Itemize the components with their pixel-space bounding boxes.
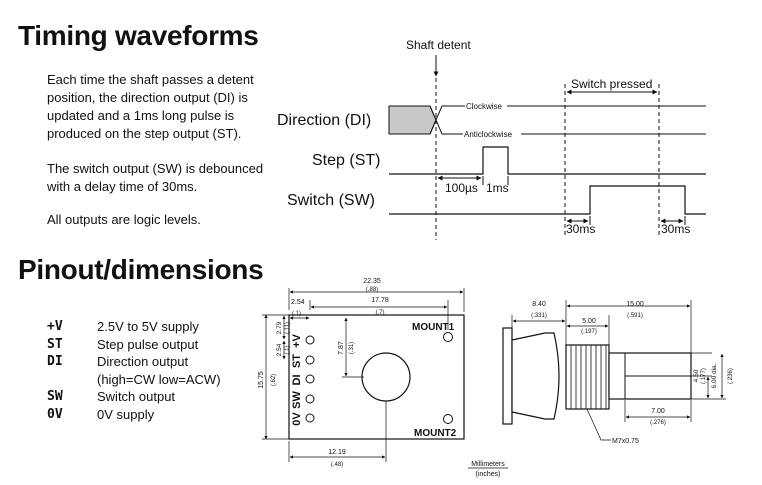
direction-low-line bbox=[429, 105, 706, 135]
pin-hole bbox=[305, 335, 315, 345]
mount1-label: MOUNT1 bbox=[412, 322, 455, 333]
dim-pitch-in: (.7) bbox=[376, 310, 385, 316]
dim-d2-mm: 6.00 dia. bbox=[711, 363, 718, 388]
board-pin-label: DI bbox=[291, 375, 303, 386]
timing-paragraph-switch: The switch output (SW) is debounced with… bbox=[47, 160, 263, 196]
mount2-label: MOUNT2 bbox=[414, 428, 457, 439]
thread-leader-line bbox=[586, 408, 611, 441]
units-mm-label: Millimeters bbox=[471, 461, 505, 468]
timing-heading: Timing waveforms bbox=[18, 20, 259, 51]
dim-pitch-mm: 17.78 bbox=[371, 297, 389, 304]
thread-label: M7x0.75 bbox=[612, 438, 639, 445]
dim-d1-in: (.177) bbox=[701, 368, 707, 384]
dim-offset-in: (.1) bbox=[292, 311, 301, 317]
dim-v1-in: (.11) bbox=[285, 322, 291, 334]
threaded-bushing bbox=[565, 344, 610, 410]
dim-side-a-in: (.331) bbox=[531, 313, 547, 319]
dim-side-l-in: (.591) bbox=[627, 313, 643, 319]
dim-centre-in: (.31) bbox=[349, 342, 355, 354]
pin-desc: Step pulse output bbox=[97, 336, 199, 352]
t30ms-label-a: 30ms bbox=[566, 222, 595, 236]
anticlockwise-label-bg bbox=[463, 129, 521, 139]
switch-waveform bbox=[389, 185, 706, 215]
dim-bottom-in: (.48) bbox=[331, 462, 343, 468]
clockwise-label: Clockwise bbox=[466, 102, 503, 111]
pin-code: 0V bbox=[47, 406, 63, 422]
encoder-body bbox=[511, 332, 560, 420]
anticlockwise-label: Anticlockwise bbox=[464, 130, 513, 139]
dim-v1-mm: 2.79 bbox=[276, 321, 283, 334]
pinout-heading: Pinout/dimensions bbox=[18, 254, 264, 285]
text-line: produced on the step output (ST). bbox=[47, 126, 242, 141]
pin-code: SW bbox=[47, 389, 63, 404]
text-line: updated and a 1ms long pulse is bbox=[47, 108, 235, 123]
text-line: Each time the shaft passes a detent bbox=[47, 72, 254, 87]
switch-label: Switch (SW) bbox=[287, 192, 375, 209]
timing-paragraph-logic: All outputs are logic levels. bbox=[47, 212, 201, 227]
dim-side-l-mm: 15.00 bbox=[626, 301, 644, 308]
pin-desc: (high=CW low=ACW) bbox=[97, 371, 221, 387]
pcb-outline bbox=[288, 314, 465, 440]
pin-hole bbox=[305, 374, 315, 384]
dim-v2-mm: 2.54 bbox=[276, 343, 283, 356]
units-in-label: (inches) bbox=[476, 471, 501, 478]
text-line: with a delay time of 30ms. bbox=[47, 179, 198, 194]
dim-d1-mm: 4.50 bbox=[693, 369, 700, 382]
pin-desc: 2.5V to 5V supply bbox=[97, 319, 199, 334]
dim-bottom-mm: 12.19 bbox=[328, 449, 346, 456]
dim-width-in: (.88) bbox=[366, 287, 378, 293]
dim-side-a-mm: 8.40 bbox=[532, 301, 546, 308]
pin-code: DI bbox=[47, 354, 63, 369]
mount2-hole bbox=[443, 414, 453, 424]
board-pin-label: SW bbox=[291, 391, 303, 409]
dim-side-s-in: (.197) bbox=[581, 329, 597, 335]
dim-side-s-mm: 5.00 bbox=[582, 318, 596, 325]
switch-pressed-label: Switch pressed bbox=[571, 77, 652, 91]
dim-d2-in: (.236) bbox=[728, 368, 734, 384]
dim-v2-in: (.1) bbox=[285, 345, 291, 354]
pin-code: +V bbox=[47, 319, 63, 334]
pin-hole bbox=[305, 394, 315, 404]
pin-code: ST bbox=[47, 336, 63, 352]
step-label: Step (ST) bbox=[312, 152, 380, 169]
dim-side-t-mm: 7.00 bbox=[651, 408, 665, 415]
pin-hole bbox=[305, 413, 315, 423]
step-waveform bbox=[389, 146, 706, 175]
side-pcb bbox=[502, 327, 513, 425]
board-pin-label: +V bbox=[291, 333, 303, 347]
clockwise-label-bg bbox=[465, 101, 507, 111]
thread-lines bbox=[570, 345, 607, 409]
dim-width-mm: 22.35 bbox=[363, 278, 381, 285]
pin-desc: Switch output bbox=[97, 389, 176, 404]
board-pin-label: 0V bbox=[291, 412, 303, 426]
text-line: position, the direction output (DI) is bbox=[47, 90, 248, 105]
pin-desc: 0V supply bbox=[97, 406, 155, 422]
mount1-hole bbox=[443, 332, 453, 342]
dim-height-in: (.62) bbox=[271, 374, 277, 386]
direction-high-line bbox=[429, 105, 706, 135]
dim-centre-mm: 7.87 bbox=[338, 341, 345, 355]
dim-offset-mm: 2.54 bbox=[291, 299, 305, 306]
dim-side-t-in: (.276) bbox=[650, 420, 666, 426]
direction-label: Direction (DI) bbox=[277, 112, 371, 129]
t30ms-label-b: 30ms bbox=[661, 222, 690, 236]
pin-desc: Direction output bbox=[97, 354, 189, 369]
timing-paragraph-detent: Each time the shaft passes a detent posi… bbox=[47, 71, 254, 143]
shaft-detent-label: Shaft detent bbox=[406, 38, 471, 52]
dim-height-mm: 15.75 bbox=[258, 371, 265, 389]
t100us-label: 100µs bbox=[445, 181, 478, 195]
board-pin-label: ST bbox=[291, 354, 303, 368]
pin-hole bbox=[305, 355, 315, 365]
text-line: The switch output (SW) is debounced bbox=[47, 161, 264, 176]
t1ms-label: 1ms bbox=[486, 181, 509, 195]
